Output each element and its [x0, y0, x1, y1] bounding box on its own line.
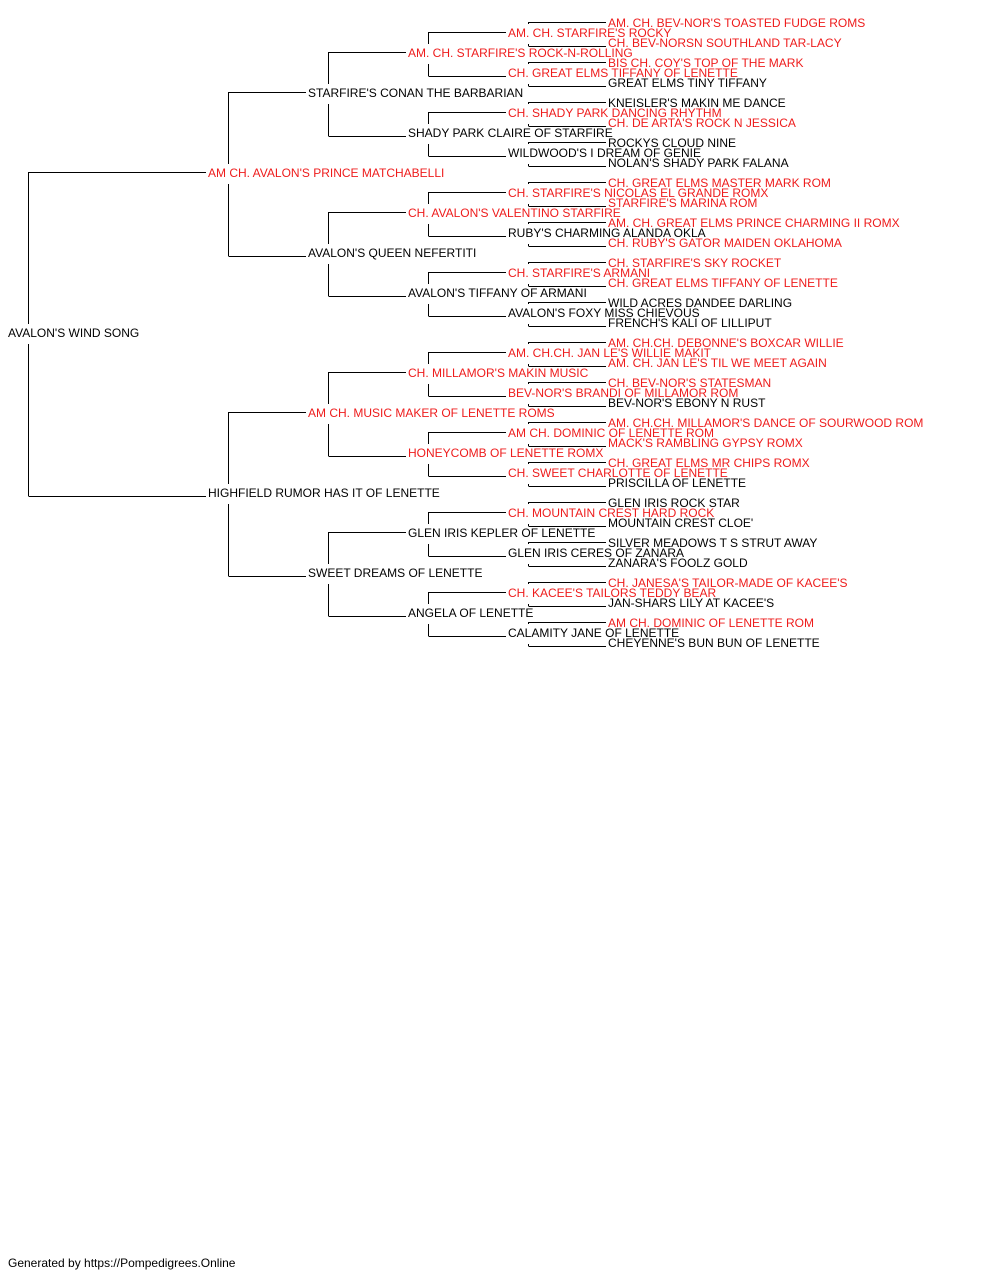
dog-name-gen3: AVALON'S TIFFANY OF ARMANI [408, 286, 587, 300]
generated-by-footer: Generated by https://Pompedigrees.Online [8, 1256, 236, 1270]
dog-name-gen5: MACK'S RAMBLING GYPSY ROMX [608, 436, 803, 450]
dog-name-gen4: AM. CH.CH. JAN LE'S WILLIE MAKIT [508, 346, 712, 360]
dog-name-gen5: GLEN IRIS ROCK STAR [608, 496, 740, 510]
dog-name-gen4: AVALON'S FOXY MISS CHIEVOUS [508, 306, 700, 320]
dog-name-gen5: AM CH. DOMINIC OF LENETTE ROM [608, 616, 814, 630]
dog-name-gen4: AM CH. DOMINIC OF LENETTE ROM [508, 426, 714, 440]
dog-name-gen2: AVALON'S QUEEN NEFERTITI [308, 246, 476, 260]
dog-name-gen3: CH. AVALON'S VALENTINO STARFIRE [408, 206, 621, 220]
dog-name-gen5: GREAT ELMS TINY TIFFANY [608, 76, 767, 90]
dog-name-gen2: AM CH. MUSIC MAKER OF LENETTE ROMS [308, 406, 555, 420]
dog-name-gen4: GLEN IRIS CERES OF ZANARA [508, 546, 684, 560]
dog-name-gen5: AM. CH.CH. MILLAMOR'S DANCE OF SOURWOOD … [608, 416, 923, 430]
connector-lines [28, 22, 606, 647]
dog-name-gen5: CH. GREAT ELMS MASTER MARK ROM [608, 176, 831, 190]
dog-name-gen5: CH. BEV-NOR'S STATESMAN [608, 376, 771, 390]
dog-name-gen5: CH. GREAT ELMS MR CHIPS ROMX [608, 456, 810, 470]
dog-name-gen5: FRENCH'S KALI OF LILLIPUT [608, 316, 772, 330]
dog-name-gen5: PRISCILLA OF LENETTE [608, 476, 746, 490]
dog-name-gen4: CH. GREAT ELMS TIFFANY OF LENETTE [508, 66, 738, 80]
dog-name-gen4: WILDWOOD'S I DREAM OF GENIE [508, 146, 701, 160]
dog-name-gen5: AM. CH.CH. DEBONNE'S BOXCAR WILLIE [608, 336, 844, 350]
dog-name-gen2: SWEET DREAMS OF LENETTE [308, 566, 482, 580]
dog-name-gen4: BEV-NOR'S BRANDI OF MILLAMOR ROM [508, 386, 738, 400]
dog-name-gen5: CH. JANESA'S TAILOR-MADE OF KACEE'S [608, 576, 848, 590]
dog-name-gen5: CH. RUBY'S GATOR MAIDEN OKLAHOMA [608, 236, 842, 250]
dog-name-gen3: CH. MILLAMOR'S MAKIN MUSIC [408, 366, 589, 380]
dog-name-gen5: CH. DE ARTA'S ROCK N JESSICA [608, 116, 796, 130]
dog-name-gen5: NOLAN'S SHADY PARK FALANA [608, 156, 789, 170]
dog-name-gen1: HIGHFIELD RUMOR HAS IT OF LENETTE [208, 486, 440, 500]
dog-name-gen5: ROCKYS CLOUD NINE [608, 136, 736, 150]
dog-name-gen4: CH. SHADY PARK DANCING RHYTHM [508, 106, 722, 120]
dog-name-gen5: ZANARA'S FOOLZ GOLD [608, 556, 748, 570]
dog-name-gen5: STARFIRE'S MARINA ROM [608, 196, 757, 210]
dog-name-gen1: AM CH. AVALON'S PRINCE MATCHABELLI [208, 166, 444, 180]
dog-name-gen4: CH. STARFIRE'S ARMANI [508, 266, 650, 280]
dog-name-gen0: AVALON'S WIND SONG [8, 326, 139, 340]
dog-name-gen3: ANGELA OF LENETTE [408, 606, 533, 620]
dog-name-gen4: CH. SWEET CHARLOTTE OF LENETTE [508, 466, 728, 480]
dog-name-gen4: CH. KACEE'S TAILORS TEDDY BEAR [508, 586, 716, 600]
dog-name-gen5: AM. CH. BEV-NOR'S TOASTED FUDGE ROMS [608, 16, 865, 30]
dog-name-gen5: CH. STARFIRE'S SKY ROCKET [608, 256, 782, 270]
dog-name-gen2: STARFIRE'S CONAN THE BARBARIAN [308, 86, 523, 100]
dog-name-gen5: WILD ACRES DANDEE DARLING [608, 296, 792, 310]
dog-name-gen5: JAN-SHARS LILY AT KACEE'S [608, 596, 774, 610]
dog-name-gen4: CH. MOUNTAIN CREST HARD ROCK [508, 506, 714, 520]
dog-name-gen3: AM. CH. STARFIRE'S ROCK-N-ROLLING [408, 46, 633, 60]
dog-name-gen4: AM. CH. STARFIRE'S ROCKY [508, 26, 671, 40]
dog-name-gen5: AM. CH. JAN LE'S TIL WE MEET AGAIN [608, 356, 827, 370]
dog-name-gen5: CH. BEV-NORSN SOUTHLAND TAR-LACY [608, 36, 842, 50]
dog-name-gen3: HONEYCOMB OF LENETTE ROMX [408, 446, 603, 460]
dog-name-gen5: BIS CH. COY'S TOP OF THE MARK [608, 56, 803, 70]
dog-name-gen5: CH. GREAT ELMS TIFFANY OF LENETTE [608, 276, 838, 290]
dog-name-gen4: CH. STARFIRE'S NICOLAS EL GRANDE ROMX [508, 186, 768, 200]
dog-name-gen5: AM. CH. GREAT ELMS PRINCE CHARMING II RO… [608, 216, 900, 230]
dog-name-gen5: KNEISLER'S MAKIN ME DANCE [608, 96, 786, 110]
dog-name-gen4: RUBY'S CHARMING ALANDA OKLA [508, 226, 706, 240]
dog-name-gen5: CHEYENNE'S BUN BUN OF LENETTE [608, 636, 820, 650]
dog-name-gen5: BEV-NOR'S EBONY N RUST [608, 396, 766, 410]
dog-name-gen4: CALAMITY JANE OF LENETTE [508, 626, 679, 640]
dog-name-gen3: SHADY PARK CLAIRE OF STARFIRE [408, 126, 613, 140]
dog-name-gen5: SILVER MEADOWS T S STRUT AWAY [608, 536, 817, 550]
dog-name-gen3: GLEN IRIS KEPLER OF LENETTE [408, 526, 595, 540]
dog-names: AVALON'S WIND SONG AM CH. AVALON'S PRINCE… [8, 16, 923, 650]
dog-name-gen5: MOUNTAIN CREST CLOE' [608, 516, 753, 530]
